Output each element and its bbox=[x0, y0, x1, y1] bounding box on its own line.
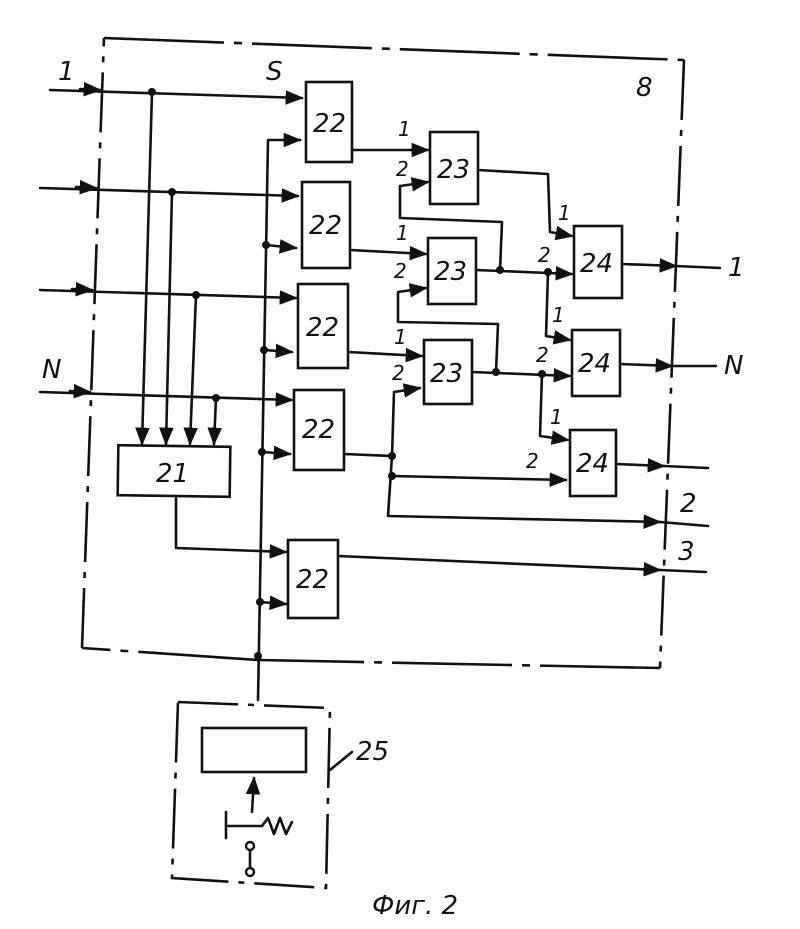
wire-24c-out bbox=[616, 464, 664, 466]
contact-bottom bbox=[246, 868, 254, 876]
block-22-e-label: 22 bbox=[296, 565, 329, 595]
block-23-c-label: 23 bbox=[430, 359, 463, 389]
figure-caption: Фиг. 2 bbox=[372, 891, 458, 921]
block-21-label: 21 bbox=[156, 459, 189, 489]
tap-2 bbox=[166, 192, 172, 444]
switch-spring bbox=[226, 818, 292, 834]
output-label-3: 3 bbox=[678, 537, 695, 567]
wire-23c-24b bbox=[472, 372, 570, 376]
output-line-2 bbox=[660, 522, 708, 526]
wire-22b-23b bbox=[350, 250, 426, 254]
wire-23b-24a bbox=[476, 270, 572, 274]
pin-24b-1: 1 bbox=[552, 303, 565, 327]
input-line-1 bbox=[50, 90, 302, 98]
frame-label-8: 8 bbox=[636, 73, 653, 103]
input-label-1: 1 bbox=[58, 57, 75, 87]
pin-24b-2: 2 bbox=[536, 343, 549, 367]
node-24a-in bbox=[544, 268, 552, 276]
block-24-a-label: 24 bbox=[580, 249, 613, 279]
node-tap-1 bbox=[148, 88, 156, 96]
pin-23c-1: 1 bbox=[394, 325, 407, 349]
block-23-b-label: 23 bbox=[434, 257, 467, 287]
input-cross-2 bbox=[76, 187, 96, 188]
wire-21-to-22 bbox=[176, 498, 286, 552]
wire-24a-out bbox=[622, 264, 676, 266]
bus-branch-22b bbox=[266, 245, 296, 248]
pin-24c-2: 2 bbox=[526, 449, 539, 473]
pin-24a-2: 2 bbox=[538, 243, 551, 267]
bus-branch-22d bbox=[262, 452, 290, 454]
node-bus-c bbox=[260, 346, 268, 354]
tap-n bbox=[214, 398, 216, 444]
node-24b-in bbox=[538, 370, 546, 378]
pin-23b-2: 2 bbox=[394, 259, 407, 283]
wire-22e-out3 bbox=[338, 556, 660, 570]
block-22-a-label: 22 bbox=[313, 109, 346, 139]
wire-22d-23c bbox=[392, 388, 420, 456]
input-cross-n bbox=[70, 391, 90, 392]
leader-25 bbox=[330, 752, 352, 770]
node-tap-3 bbox=[192, 291, 200, 299]
output-line-c bbox=[664, 466, 708, 468]
output-line-1 bbox=[676, 266, 720, 268]
wire-22c-23c bbox=[348, 352, 422, 356]
node-tap-2 bbox=[168, 188, 176, 196]
pin-23a-2: 2 bbox=[396, 157, 409, 181]
tap-3 bbox=[190, 295, 196, 444]
wire-24b-out bbox=[620, 364, 672, 366]
block-25-display bbox=[202, 728, 306, 772]
output-label-2: 2 bbox=[680, 489, 697, 519]
node-bus-bottom bbox=[254, 652, 262, 660]
node-22d-out-b bbox=[388, 472, 396, 480]
pin-23c-2: 2 bbox=[392, 361, 405, 385]
pin-24a-1: 1 bbox=[558, 201, 571, 225]
wire-22d-24c bbox=[392, 476, 566, 480]
node-bus-e bbox=[256, 598, 264, 606]
node-22d-out bbox=[388, 452, 396, 460]
pin-23b-1: 1 bbox=[396, 221, 409, 245]
bus-label-s: S bbox=[266, 57, 283, 87]
block-23-a-label: 23 bbox=[437, 155, 470, 185]
pin-24c-1: 1 bbox=[550, 405, 563, 429]
input-line-3 bbox=[40, 290, 296, 298]
output-label-1: 1 bbox=[728, 253, 745, 283]
block-22-d-label: 22 bbox=[302, 415, 335, 445]
pin-23a-1: 1 bbox=[398, 117, 411, 141]
input-cross-3 bbox=[72, 289, 92, 290]
node-tap-n bbox=[212, 394, 220, 402]
wire-switch-up bbox=[252, 778, 254, 812]
node-bus-b bbox=[262, 241, 270, 249]
input-label-n: N bbox=[42, 355, 61, 385]
output-line-3 bbox=[660, 570, 706, 572]
block-25-label: 25 bbox=[356, 737, 389, 767]
tap-1 bbox=[142, 92, 152, 444]
bus-branch-22c bbox=[264, 350, 292, 352]
block-24-c-label: 24 bbox=[576, 449, 609, 479]
node-bus-d bbox=[258, 448, 266, 456]
output-label-n: N bbox=[724, 351, 743, 381]
input-cross-1 bbox=[80, 89, 100, 90]
block-24-b-label: 24 bbox=[578, 349, 611, 379]
block-22-c-label: 22 bbox=[306, 313, 339, 343]
block-22-b-label: 22 bbox=[309, 211, 342, 241]
